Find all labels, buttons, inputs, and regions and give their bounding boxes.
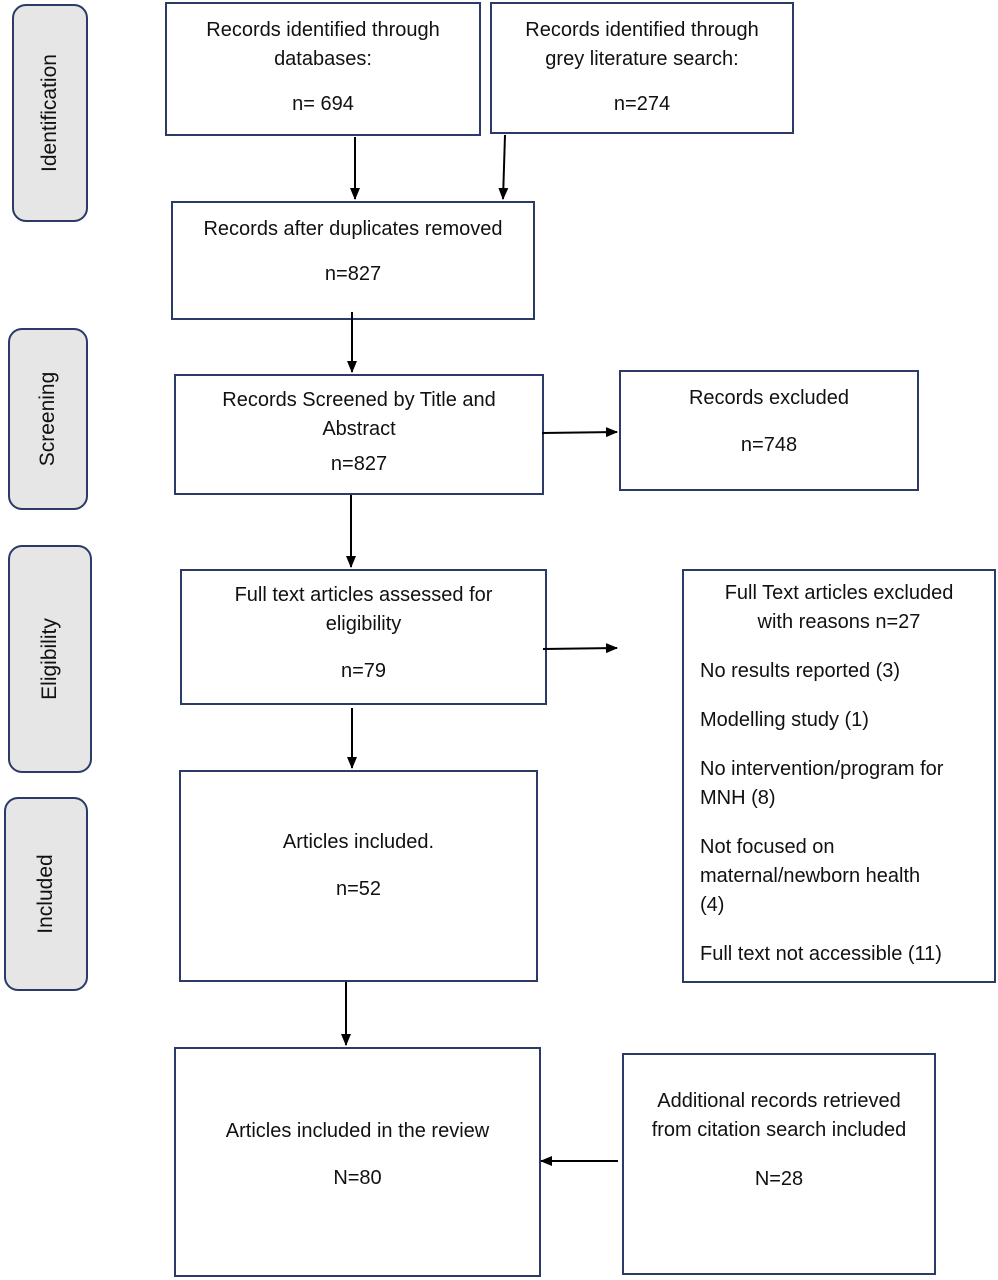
box-grey: Records identified through grey literatu… bbox=[490, 2, 794, 134]
stage-screening: Screening bbox=[8, 328, 88, 510]
box-articles-included-count: n=52 bbox=[335, 878, 382, 900]
box-dedup: Records after duplicates removed n=827 bbox=[171, 201, 535, 320]
box-citation-count: N=28 bbox=[754, 1168, 804, 1190]
reason-item: Not focused on maternal/newborn health (… bbox=[700, 836, 921, 916]
box-citation-title: Additional records retrieved from citati… bbox=[651, 1090, 907, 1141]
box-screened: Records Screened by Title and Abstract n… bbox=[174, 374, 544, 495]
box-databases: Records identified through databases: n=… bbox=[165, 2, 481, 136]
box-screened-count: n=827 bbox=[330, 453, 388, 475]
reason-item: No results reported (3) bbox=[700, 660, 901, 682]
reason-item: No intervention/program for MNH (8) bbox=[700, 758, 944, 809]
box-fulltext-excluded-title: Full Text articles excluded with reasons… bbox=[724, 582, 954, 633]
arrow-fulltext-to-excluded bbox=[542, 643, 618, 654]
box-review: Articles included in the review N=80 bbox=[174, 1047, 541, 1277]
box-grey-title: Records identified through grey literatu… bbox=[525, 19, 759, 70]
box-excluded-title: Records excluded bbox=[688, 387, 850, 409]
box-articles-included: Articles included. n=52 bbox=[179, 770, 538, 982]
stage-included: Included bbox=[4, 797, 88, 991]
stage-eligibility: Eligibility bbox=[8, 545, 92, 773]
box-articles-included-title: Articles included. bbox=[282, 831, 435, 853]
reason-item: Modelling study (1) bbox=[700, 709, 869, 731]
box-screened-title: Records Screened by Title and Abstract bbox=[222, 389, 496, 440]
box-review-count: N=80 bbox=[333, 1167, 382, 1189]
stage-identification: Identification bbox=[12, 4, 88, 222]
box-dedup-count: n=827 bbox=[324, 263, 382, 285]
box-fulltext-excluded: Full Text articles excluded with reasons… bbox=[682, 569, 996, 983]
box-grey-count: n=274 bbox=[613, 93, 671, 115]
arrow-grey-to-dedup bbox=[498, 134, 509, 200]
box-fulltext-title: Full text articles assessed for eligibil… bbox=[234, 584, 493, 635]
box-fulltext: Full text articles assessed for eligibil… bbox=[180, 569, 547, 705]
box-excluded: Records excluded n=748 bbox=[619, 370, 919, 491]
box-fulltext-count: n=79 bbox=[340, 660, 387, 682]
reason-item: Full text not accessible (11) bbox=[700, 943, 942, 965]
box-citation: Additional records retrieved from citati… bbox=[622, 1053, 936, 1275]
box-dedup-title: Records after duplicates removed bbox=[203, 218, 503, 240]
arrow-screened-to-excluded bbox=[541, 427, 618, 438]
box-review-title: Articles included in the review bbox=[225, 1120, 490, 1142]
box-databases-count: n= 694 bbox=[292, 93, 354, 115]
box-excluded-count: n=748 bbox=[740, 434, 798, 456]
box-databases-title: Records identified through databases: bbox=[206, 19, 440, 70]
